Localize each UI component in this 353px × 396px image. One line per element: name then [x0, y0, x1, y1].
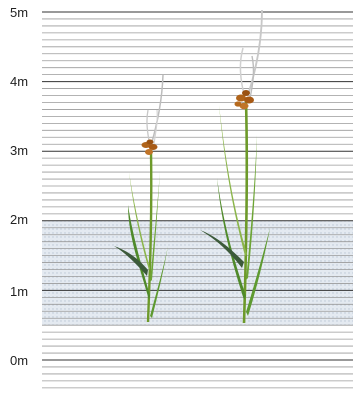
y-tick-label-0m: 0m	[10, 353, 28, 368]
plant-bract	[248, 10, 262, 95]
y-tick-label-3m: 3m	[10, 143, 28, 158]
shaded-band	[42, 221, 353, 325]
y-tick-label-2m: 2m	[10, 212, 28, 227]
grid-lines	[42, 12, 353, 388]
y-tick-label-5m: 5m	[10, 5, 28, 20]
plant-bract	[152, 75, 163, 142]
y-tick-label-1m: 1m	[10, 284, 28, 299]
plant-bract	[250, 56, 253, 98]
flower-head	[142, 140, 158, 156]
y-tick-label-4m: 4m	[10, 74, 28, 89]
